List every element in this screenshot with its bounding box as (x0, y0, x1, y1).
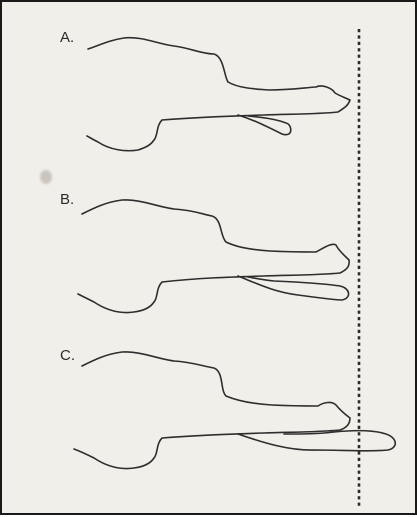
scan-smudge (40, 170, 52, 184)
profile-outline-c (74, 352, 350, 469)
panel-label-a: A. (60, 29, 74, 46)
elongation-loop-b (238, 276, 349, 300)
panel-label-b: B. (60, 191, 74, 208)
elongation-loop-a (238, 115, 291, 135)
panel-a: A. (60, 29, 350, 151)
panel-c: C. (60, 347, 395, 469)
panel-b: B. (60, 191, 349, 313)
profile-outline-a (87, 38, 350, 151)
panel-label-c: C. (60, 347, 75, 364)
